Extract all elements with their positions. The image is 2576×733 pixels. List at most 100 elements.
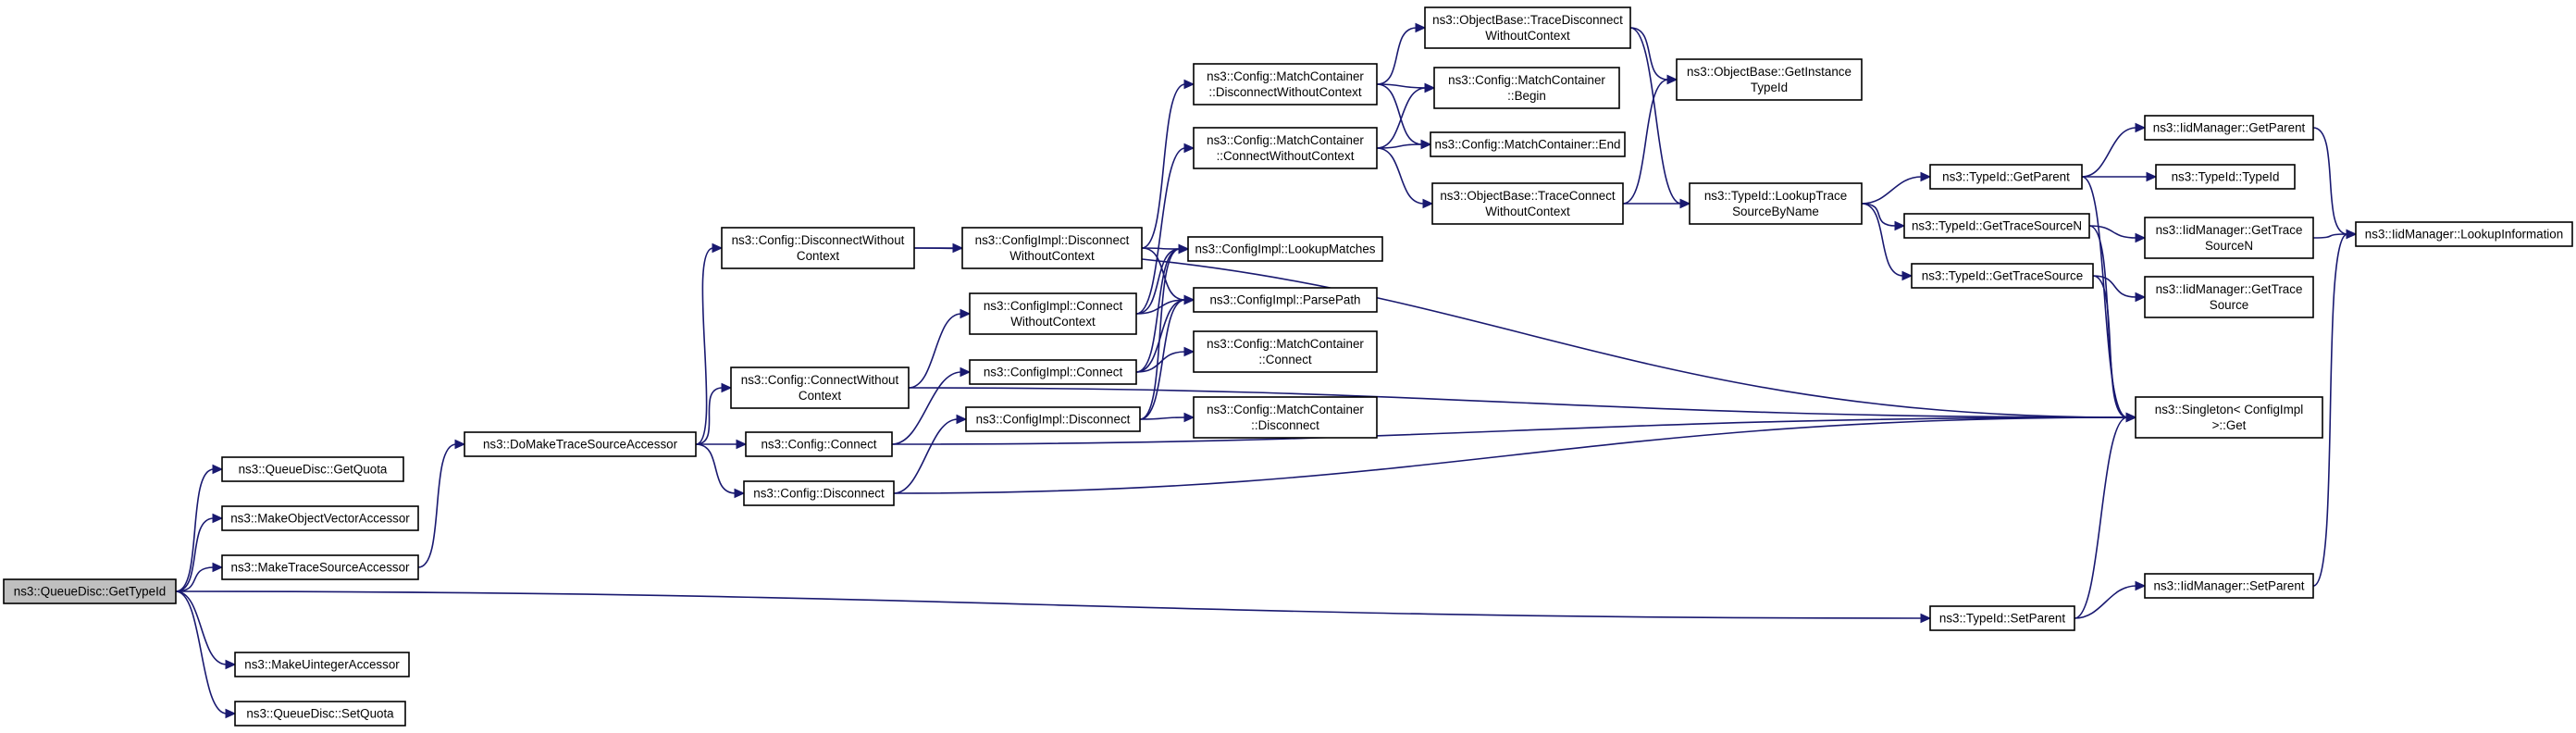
node-box xyxy=(969,359,1137,385)
node-label: ns3::IidManager::LookupInformation xyxy=(2365,228,2563,242)
node-tidGTS[interactable]: ns3::TypeId::GetTraceSource xyxy=(1911,263,2094,289)
edge-cfgConWC-to-implConWC xyxy=(908,308,972,389)
edge-lookupTSBN-to-tidGTS xyxy=(1861,203,1913,281)
node-box xyxy=(2155,164,2296,190)
node-getQuota[interactable]: ns3::QueueDisc::GetQuota xyxy=(221,456,404,482)
node-label: ns3::ConfigImpl::Disconnect xyxy=(976,413,1131,427)
node-implConWC[interactable]: ns3::ConfigImpl::ConnectWithoutContext xyxy=(969,292,1137,335)
node-box xyxy=(961,227,1143,269)
node-iidLookup[interactable]: ns3::IidManager::LookupInformation xyxy=(2355,221,2573,247)
node-box xyxy=(730,366,910,409)
nodes-layer: ns3::QueueDisc::GetTypeIdns3::QueueDisc:… xyxy=(3,6,2573,727)
node-label: Context xyxy=(797,249,839,263)
node-box xyxy=(721,227,915,269)
node-label: WithoutContext xyxy=(1010,315,1096,329)
node-label: ns3::TypeId::GetTraceSourceN xyxy=(1912,219,2082,233)
edge-tidGTS-to-singleton xyxy=(2092,275,2137,423)
node-box xyxy=(1676,58,1863,101)
node-label: ns3::IidManager::GetParent xyxy=(2153,121,2306,135)
edge-cfgConnect-to-implConnect xyxy=(891,366,972,445)
node-iidGTSN[interactable]: ns3::IidManager::GetTraceSourceN xyxy=(2144,217,2314,259)
edge-makeTSA-to-doMakeTSA xyxy=(417,439,466,568)
node-mcConWC[interactable]: ns3::Config::MatchContainer::ConnectWith… xyxy=(1193,127,1378,169)
node-singleton[interactable]: ns3::Singleton< ConfigImpl >::Get xyxy=(2135,396,2323,439)
node-label: ::Connect xyxy=(1258,353,1312,366)
node-label: ns3::TypeId::GetTraceSource xyxy=(1922,269,2083,283)
node-label: ns3::TypeId::LookupTrace xyxy=(1704,189,1847,203)
edge-obTDWC-to-obGIT xyxy=(1629,27,1678,85)
edge-obTCWC-to-lookupTSBN xyxy=(1623,198,1691,209)
node-label: WithoutContext xyxy=(1485,29,1570,43)
edge-implDisc-to-mcDisc xyxy=(1139,412,1195,423)
node-box xyxy=(1193,287,1378,313)
node-label: ns3::Config::MatchContainer xyxy=(1207,337,1364,351)
node-implConnect[interactable]: ns3::ConfigImpl::Connect xyxy=(969,359,1137,385)
edge-tidGTSN-to-iidGTSN xyxy=(2088,225,2147,243)
node-makeUIA[interactable]: ns3::MakeUintegerAccessor xyxy=(234,652,410,677)
node-box xyxy=(1187,236,1383,262)
node-parsePath[interactable]: ns3::ConfigImpl::ParsePath xyxy=(1193,287,1378,313)
node-doMakeTSA[interactable]: ns3::DoMakeTraceSourceAccessor xyxy=(464,431,697,457)
node-box xyxy=(221,554,419,580)
node-box xyxy=(1193,330,1378,373)
edge-mcConWC-to-obTCWC xyxy=(1376,147,1434,209)
node-mcEnd[interactable]: ns3::Config::MatchContainer::End xyxy=(1430,131,1626,157)
node-label: ns3::Config::Disconnect xyxy=(753,487,885,501)
node-box xyxy=(1929,605,2075,631)
edge-tidGTS-to-iidGTS xyxy=(2092,275,2147,303)
edge-getTypeId-to-getQuota xyxy=(175,464,224,592)
node-box xyxy=(2144,573,2314,599)
node-label: ns3::ConfigImpl::Disconnect xyxy=(975,233,1130,247)
node-label: Context xyxy=(799,389,841,403)
node-obTCWC[interactable]: ns3::ObjectBase::TraceConnectWithoutCont… xyxy=(1431,182,1624,225)
edge-doMakeTSA-to-cfgConWC xyxy=(695,382,733,445)
node-label: TypeId xyxy=(1751,81,1788,94)
node-box xyxy=(1903,213,2090,239)
edge-implDisc-to-lookupMatch xyxy=(1139,243,1190,420)
edge-mcDisWC-to-obTDWC xyxy=(1376,22,1427,85)
node-mcConnect[interactable]: ns3::Config::MatchContainer::Connect xyxy=(1193,330,1378,373)
node-tidGetParent[interactable]: ns3::TypeId::GetParent xyxy=(1929,164,2083,190)
edge-getTypeId-to-tidSetParent xyxy=(175,590,1932,624)
node-cfgConnect[interactable]: ns3::Config::Connect xyxy=(745,431,893,457)
node-mcDisc[interactable]: ns3::Config::MatchContainer::Disconnect xyxy=(1193,396,1378,439)
node-tidSetParent[interactable]: ns3::TypeId::SetParent xyxy=(1929,605,2075,631)
edge-doMakeTSA-to-cfgConnect xyxy=(696,439,748,450)
node-implDisc[interactable]: ns3::ConfigImpl::Disconnect xyxy=(965,406,1141,432)
edge-cfgDisc-to-implDisc xyxy=(893,414,968,494)
node-obTDWC[interactable]: ns3::ObjectBase::TraceDisconnectWithoutC… xyxy=(1424,6,1631,49)
node-box xyxy=(2144,115,2314,141)
node-cfgDisc[interactable]: ns3::Config::Disconnect xyxy=(743,480,895,506)
node-label: ns3::Config::MatchContainer xyxy=(1207,403,1364,416)
node-getTypeId[interactable]: ns3::QueueDisc::GetTypeId xyxy=(3,578,177,604)
node-lookupMatch[interactable]: ns3::ConfigImpl::LookupMatches xyxy=(1187,236,1383,262)
node-tidGTSN[interactable]: ns3::TypeId::GetTraceSourceN xyxy=(1903,213,2090,239)
node-setQuota[interactable]: ns3::QueueDisc::SetQuota xyxy=(234,701,406,727)
node-label: ns3::MakeUintegerAccessor xyxy=(244,658,400,672)
node-box xyxy=(1431,182,1624,225)
edge-implConWC-to-mcConWC xyxy=(1135,143,1195,315)
node-iidGTS[interactable]: ns3::IidManager::GetTraceSource xyxy=(2144,276,2314,318)
node-cfgConWC[interactable]: ns3::Config::ConnectWithoutContext xyxy=(730,366,910,409)
node-makeOVA[interactable]: ns3::MakeObjectVectorAccessor xyxy=(221,505,419,531)
node-implDisWC[interactable]: ns3::ConfigImpl::DisconnectWithoutContex… xyxy=(961,227,1143,269)
node-box xyxy=(1689,182,1863,225)
node-box xyxy=(2144,276,2314,318)
node-label: ns3::QueueDisc::GetTypeId xyxy=(14,585,167,599)
node-mcDisWC[interactable]: ns3::Config::MatchContainer::DisconnectW… xyxy=(1193,63,1378,106)
edge-implDisWC-to-mcDisWC xyxy=(1141,79,1195,249)
node-iidSetParent[interactable]: ns3::IidManager::SetParent xyxy=(2144,573,2314,599)
node-mcBegin[interactable]: ns3::Config::MatchContainer::Begin xyxy=(1433,67,1620,109)
node-box xyxy=(1193,63,1378,106)
node-label: ns3::Singleton< ConfigImpl xyxy=(2155,403,2303,416)
node-cfgDisWC[interactable]: ns3::Config::DisconnectWithoutContext xyxy=(721,227,915,269)
node-iidGetParent[interactable]: ns3::IidManager::GetParent xyxy=(2144,115,2314,141)
node-tidTypeId[interactable]: ns3::TypeId::TypeId xyxy=(2155,164,2296,190)
node-label: ns3::Config::MatchContainer::End xyxy=(1435,138,1621,152)
node-makeTSA[interactable]: ns3::MakeTraceSourceAccessor xyxy=(221,554,419,580)
node-box xyxy=(3,578,177,604)
edge-doMakeTSA-to-cfgDisWC xyxy=(695,242,724,445)
